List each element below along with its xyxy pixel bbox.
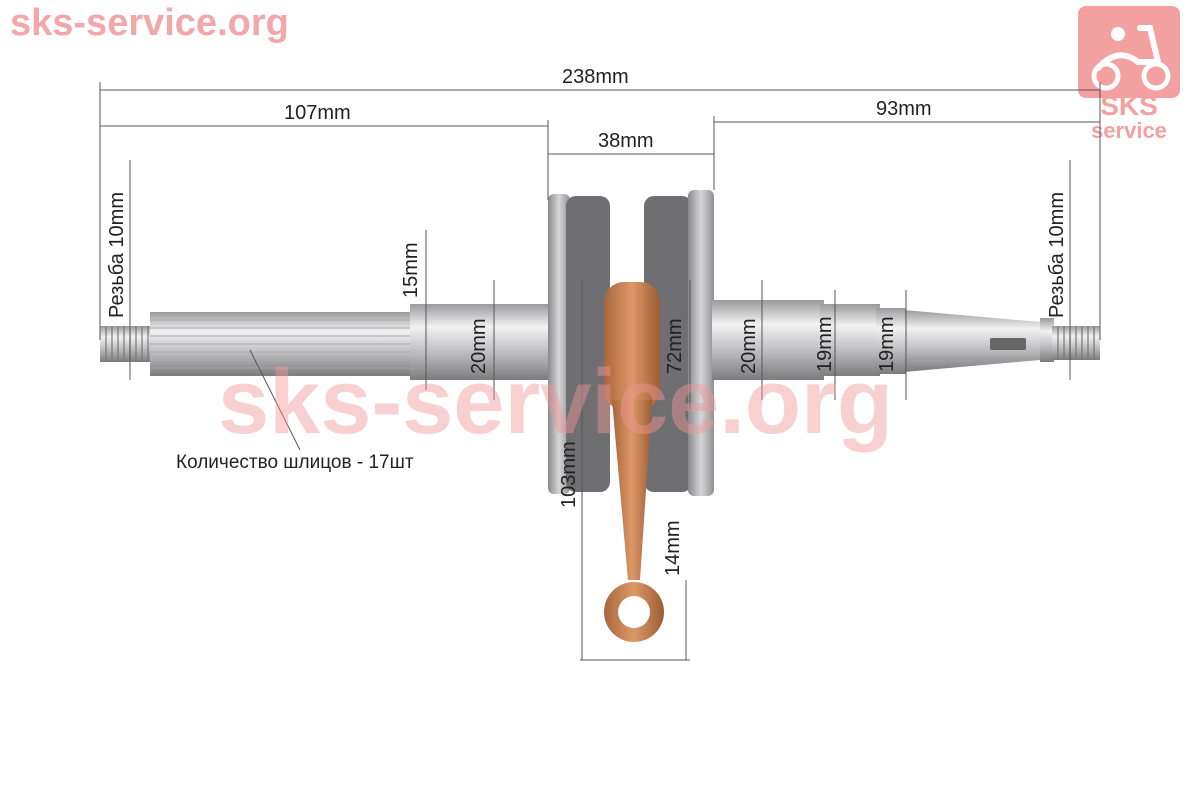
spline-length-label: 15mm — [400, 242, 422, 298]
logo-text-sks: SKS — [1100, 90, 1158, 121]
left-journal-label: 20mm — [468, 318, 490, 374]
right-shaft — [712, 300, 1054, 380]
watermark-center: sks-service.org — [218, 351, 894, 453]
dimension-lines — [99, 82, 1101, 661]
right-step2-label: 19mm — [876, 316, 898, 372]
sks-logo: SKS service — [1078, 6, 1180, 146]
right-shaft-length-label: 93mm — [876, 98, 932, 120]
small-end-label: 14mm — [662, 520, 684, 576]
rod-length-label: 103mm — [558, 441, 580, 508]
scooter-icon — [1078, 6, 1180, 98]
web-width-label: 38mm — [598, 130, 654, 152]
spline-count-note: Количество шлицов - 17шт — [176, 452, 414, 473]
left-thread-label: Резьба 10mm — [106, 192, 128, 318]
connecting-rod — [604, 282, 664, 642]
spline-section — [150, 312, 412, 376]
overall-length-label: 238mm — [562, 66, 629, 88]
web-inner-label: 72mm — [664, 318, 686, 374]
logo-text-service: service — [1091, 118, 1167, 143]
right-step1-label: 19mm — [814, 316, 836, 372]
right-thread-label: Резьба 10mm — [1046, 192, 1068, 318]
left-shaft-length-label: 107mm — [284, 102, 351, 124]
right-thread — [1052, 326, 1100, 360]
left-flywheel — [548, 194, 610, 494]
left-journal — [410, 304, 550, 380]
right-flywheel — [644, 190, 714, 496]
right-journal-label: 20mm — [738, 318, 760, 374]
left-thread — [100, 326, 152, 362]
watermark-top: sks-service.org — [10, 2, 289, 44]
